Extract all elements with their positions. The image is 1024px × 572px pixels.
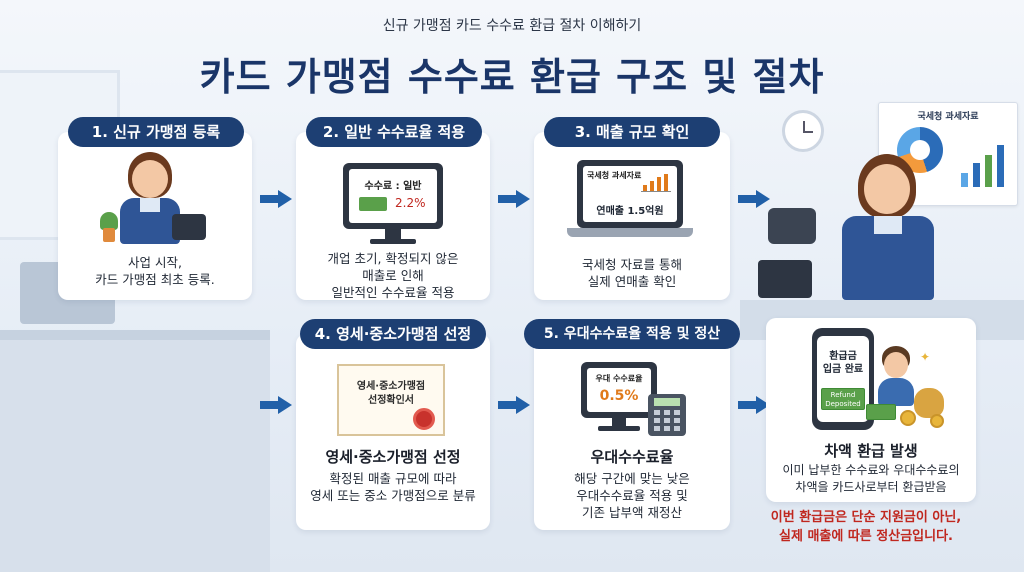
arrow-right-icon bbox=[260, 190, 294, 208]
smartphone-icon: 환급금 입금 완료 Refund Deposited bbox=[812, 328, 874, 430]
sparkle-icon: ✦ bbox=[920, 350, 931, 364]
card-terminal-icon bbox=[172, 214, 206, 240]
plant-icon bbox=[100, 212, 118, 230]
pos-screen-icon bbox=[768, 208, 816, 244]
refund-desc-line2: 차액을 카드사로부터 환급받음 bbox=[795, 480, 947, 494]
step-1-label: 1. 신규 가맹점 등록 bbox=[68, 117, 244, 147]
bar-chart-icon bbox=[961, 143, 1007, 187]
step-1-desc-line2: 카드 가맹점 최초 등록. bbox=[95, 272, 215, 287]
phone-text-line2: 입금 완료 bbox=[822, 364, 864, 375]
laptop-icon: 국세청 과세자료 연매출 1.5억원 bbox=[577, 160, 683, 228]
calculator-icon bbox=[648, 394, 686, 436]
certificate-text-line1: 영세·중소가맹점 bbox=[356, 381, 426, 392]
fee-screen-value: 2.2% bbox=[395, 196, 426, 210]
step-3-desc-line2: 실제 연매출 확인 bbox=[587, 274, 677, 289]
seal-icon bbox=[413, 408, 435, 430]
coin-icon bbox=[930, 414, 944, 428]
arrow-right-icon bbox=[498, 396, 532, 414]
owner-illustration bbox=[876, 346, 916, 406]
step-4-label: 4. 영세·중소가맹점 선정 bbox=[300, 319, 486, 349]
phone-text-line1: 환급금 bbox=[829, 351, 857, 362]
step-1-desc-line1: 사업 시작, bbox=[128, 255, 182, 270]
coin-icon bbox=[900, 410, 916, 426]
preferential-rate-label: 우대 수수료율 bbox=[595, 374, 643, 383]
step-4-desc-line2: 영세 또는 중소 가맹점으로 분류 bbox=[310, 488, 476, 503]
poster-title: 국세청 과세자료 bbox=[917, 112, 979, 122]
arrow-right-icon bbox=[738, 190, 772, 208]
step-4-headline: 영세·중소가맹점 선정 bbox=[325, 448, 461, 466]
annual-sales-value: 연매출 1.5억원 bbox=[596, 206, 664, 217]
refund-bill-icon: Refund Deposited bbox=[821, 388, 865, 410]
arrow-right-icon bbox=[260, 396, 294, 414]
step-4-desc-line1: 확정된 매출 규모에 따라 bbox=[329, 471, 457, 486]
certificate-icon: 영세·중소가맹점 선정확인서 bbox=[337, 364, 445, 436]
laptop-screen-title: 국세청 과세자료 bbox=[587, 171, 642, 180]
refund-desc-line1: 이미 납부한 수수료와 우대수수료의 bbox=[782, 463, 960, 477]
step-5-desc-line3: 기존 납부액 재정산 bbox=[582, 505, 682, 520]
card-icon bbox=[359, 197, 387, 211]
step-3-label: 3. 매출 규모 확인 bbox=[544, 117, 720, 147]
cashier-illustration bbox=[758, 150, 948, 300]
page-title: 카드 가맹점 수수료 환급 구조 및 절차 bbox=[199, 55, 825, 99]
fee-screen-label: 수수료 : 일반 bbox=[364, 181, 422, 192]
step-2-desc-line3: 일반적인 수수료율 적용 bbox=[331, 285, 455, 300]
step-5-desc-line1: 해당 구간에 맞는 낮은 bbox=[574, 471, 690, 486]
refund-note-line1: 이번 환급금은 단순 지원금이 아닌, bbox=[770, 510, 962, 525]
step-2-label: 2. 일반 수수료율 적용 bbox=[306, 117, 482, 147]
clock-icon bbox=[782, 110, 824, 152]
refund-headline: 차액 환급 발생 bbox=[824, 442, 918, 460]
preferential-rate-value: 0.5% bbox=[599, 388, 639, 404]
step-5-label: 5. 우대수수료율 적용 및 정산 bbox=[524, 319, 740, 349]
cash-icon bbox=[866, 404, 896, 420]
step-5-headline: 우대수수료율 bbox=[590, 448, 674, 466]
mini-bar-chart-icon bbox=[641, 174, 671, 192]
payment-terminal-icon bbox=[758, 260, 812, 298]
background-desk bbox=[0, 340, 270, 572]
step-3-desc-line1: 국세청 자료를 통해 bbox=[582, 257, 682, 272]
arrow-right-icon bbox=[498, 190, 532, 208]
certificate-text-line2: 선정확인서 bbox=[368, 395, 414, 406]
bill-text-line1: Refund bbox=[830, 391, 856, 399]
page-subtitle: 신규 가맹점 카드 수수료 환급 절차 이해하기 bbox=[382, 18, 642, 34]
monitor-icon: 우대 수수료율 0.5% bbox=[581, 362, 657, 418]
step-2-desc-line1: 개업 초기, 확정되지 않은 bbox=[327, 251, 459, 266]
merchant-illustration bbox=[100, 150, 220, 245]
monitor-icon: 수수료 : 일반 2.2% bbox=[343, 163, 443, 229]
refund-note-line2: 실제 매출에 따른 정산금입니다. bbox=[779, 529, 953, 544]
step-5-desc-line2: 우대수수료율 적용 및 bbox=[576, 488, 688, 503]
bill-text-line2: Deposited bbox=[825, 400, 861, 408]
step-2-desc-line2: 매출로 인해 bbox=[362, 268, 424, 283]
money-bag-icon bbox=[914, 388, 944, 418]
